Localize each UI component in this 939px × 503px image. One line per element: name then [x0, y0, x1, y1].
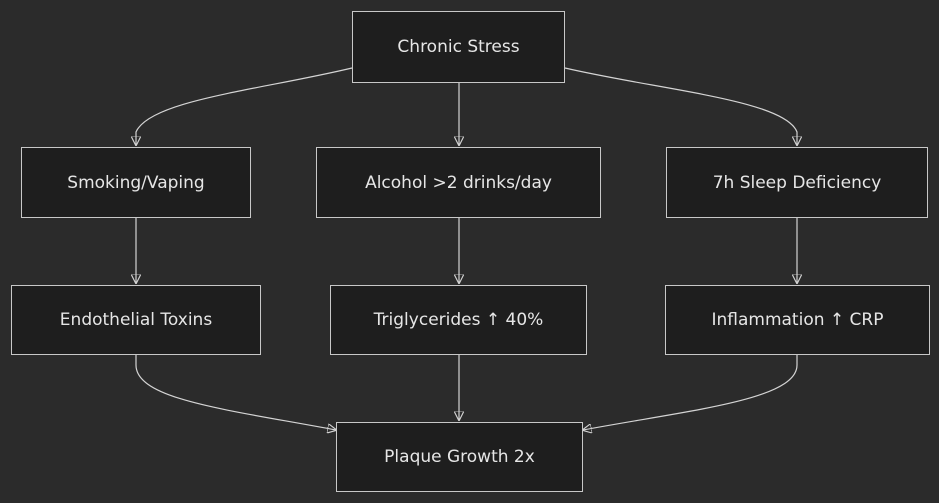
- node-plaque-growth: Plaque Growth 2x: [336, 422, 583, 492]
- node-inflammation: Inflammation ↑ CRP: [665, 285, 930, 355]
- node-alcohol: Alcohol >2 drinks/day: [316, 147, 601, 218]
- edge-stress-to-sleep: [564, 67, 797, 145]
- node-triglycerides: Triglycerides ↑ 40%: [330, 285, 587, 355]
- edge-endothelial-to-plaque: [135, 355, 336, 430]
- edge-inflammation-to-plaque: [583, 355, 798, 430]
- node-smoking-vaping: Smoking/Vaping: [21, 147, 251, 218]
- node-sleep-deficiency: 7h Sleep Deficiency: [666, 147, 928, 218]
- edge-stress-to-smoking: [136, 67, 353, 145]
- node-endothelial-toxins: Endothelial Toxins: [11, 285, 261, 355]
- node-chronic-stress: Chronic Stress: [352, 11, 565, 83]
